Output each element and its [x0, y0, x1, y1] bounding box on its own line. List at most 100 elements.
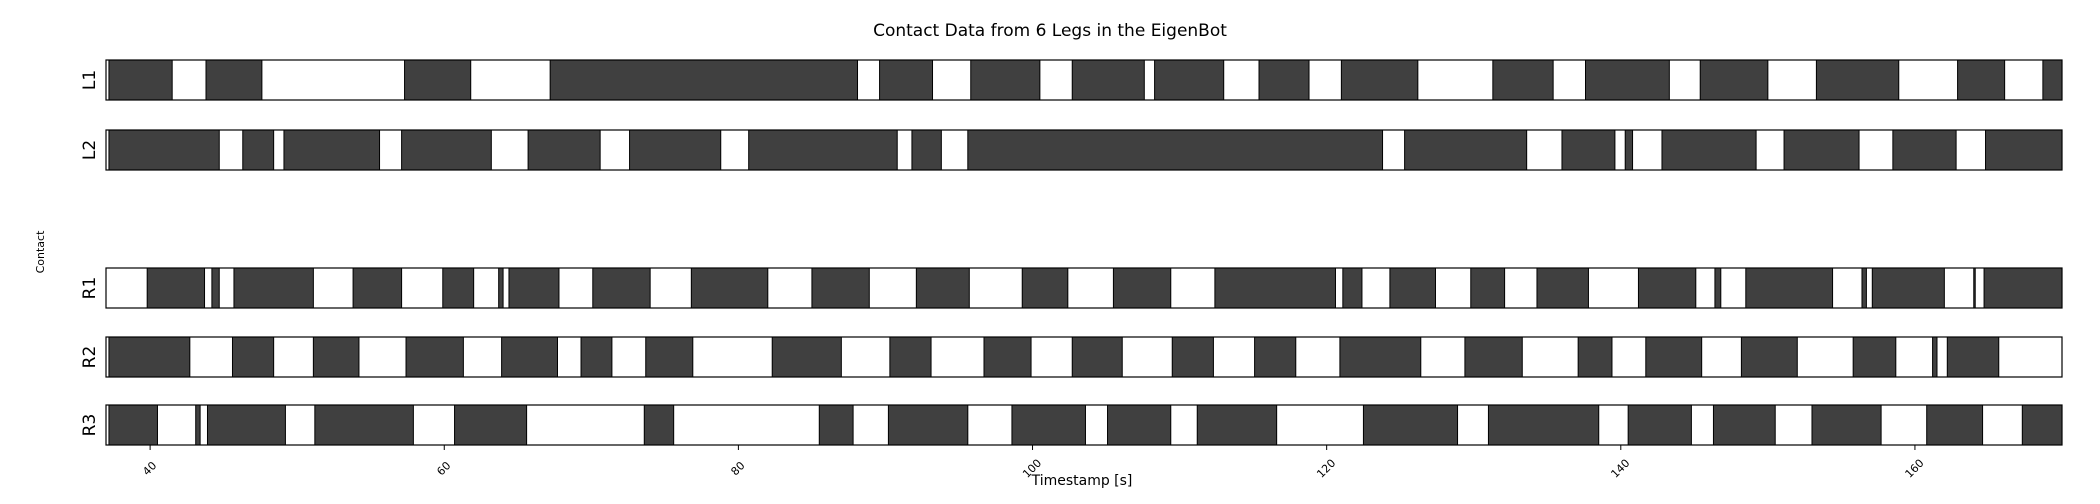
contact-bar: [1645, 336, 1703, 378]
leg-row-r3: R3: [80, 404, 2063, 446]
contact-bar: [1957, 59, 2006, 101]
contact-bar: [1627, 404, 1692, 446]
contact-bar: [887, 404, 969, 446]
contact-bar: [1815, 59, 1900, 101]
contact-bar: [1852, 336, 1897, 378]
contact-bar: [771, 336, 842, 378]
contact-bar: [508, 267, 560, 309]
contact-bar: [108, 404, 158, 446]
leg-row-background: [106, 268, 2062, 308]
contact-bar: [108, 59, 173, 101]
contact-bar: [879, 59, 934, 101]
contact-bar: [314, 404, 414, 446]
contact-bar: [1892, 129, 1957, 171]
contact-bar: [231, 336, 275, 378]
contact-bar: [1487, 404, 1600, 446]
leg-row-l1: L1: [80, 59, 2063, 101]
contact-bar: [818, 404, 854, 446]
x-tick-label: 120: [1314, 457, 1338, 481]
contact-bar: [1585, 59, 1670, 101]
contact-bar: [1811, 404, 1882, 446]
leg-row-frame: [105, 129, 2063, 171]
contact-bar: [205, 59, 263, 101]
y-axis-label: Contact: [34, 230, 47, 273]
contact-bar: [283, 129, 381, 171]
x-axis-label: Timestamp [s]: [1031, 473, 1133, 489]
contact-bar: [1071, 59, 1145, 101]
contact-bar: [1342, 267, 1363, 309]
contact-bar: [442, 267, 475, 309]
contact-bar: [1712, 404, 1776, 446]
contact-bar: [1577, 336, 1613, 378]
chart-title: Contact Data from 6 Legs in the EigenBot: [873, 21, 1227, 41]
contact-bar: [211, 267, 220, 309]
contact-bar: [2042, 59, 2063, 101]
contact-bar: [811, 267, 870, 309]
contact-bar: [1171, 336, 1214, 378]
contact-bar: [195, 404, 201, 446]
leg-row-r2: R2: [80, 336, 2063, 378]
leg-label-l2: L2: [80, 140, 100, 160]
leg-row-frame: [105, 404, 2063, 446]
contact-bar: [1932, 336, 1938, 378]
contact-bar: [1926, 404, 1984, 446]
contact-bar: [1464, 336, 1523, 378]
contact-bar: [983, 336, 1032, 378]
contact-bar: [206, 404, 286, 446]
contact-bar: [1071, 336, 1123, 378]
contact-bar: [454, 404, 528, 446]
contact-bar: [527, 129, 601, 171]
contact-bar: [108, 336, 191, 378]
leg-row-l2: L2: [80, 129, 2063, 171]
contact-bar: [1340, 59, 1419, 101]
contact-bar: [501, 336, 558, 378]
contact-bar: [1861, 267, 1867, 309]
contact-bar: [1714, 267, 1722, 309]
contact-bar: [1983, 267, 2063, 309]
contact-bar: [405, 336, 464, 378]
contact-bar: [1470, 267, 1506, 309]
contact-bar: [970, 59, 1041, 101]
leg-label-r1: R1: [80, 277, 100, 300]
contact-bar: [1011, 404, 1086, 446]
contact-bar: [1021, 267, 1069, 309]
contact-bar: [1740, 336, 1798, 378]
x-tick-label: 60: [434, 459, 453, 478]
contact-bar: [1624, 129, 1634, 171]
contact-bar: [1699, 59, 1769, 101]
contact-bar: [108, 129, 220, 171]
contact-bar: [1985, 129, 2063, 171]
contact-bar: [592, 267, 651, 309]
contact-bar: [1112, 267, 1172, 309]
contact-bar: [690, 267, 769, 309]
contact-bar: [915, 267, 970, 309]
leg-row-frame: [105, 267, 2063, 309]
contact-bar: [1946, 336, 2000, 378]
contact-bar: [748, 129, 898, 171]
leg-row-frame: [105, 59, 2063, 101]
leg-label-r3: R3: [80, 414, 100, 437]
contact-bar: [1871, 267, 1945, 309]
contact-bar: [1254, 336, 1297, 378]
contact-bar: [645, 336, 694, 378]
contact-bar: [352, 267, 403, 309]
contact-bar: [1196, 404, 1278, 446]
x-tick-label: 80: [728, 459, 747, 478]
contact-bar: [1783, 129, 1860, 171]
contact-bar: [1258, 59, 1310, 101]
contact-bar: [1107, 404, 1172, 446]
contact-bar: [404, 59, 472, 101]
contact-bar: [1561, 129, 1616, 171]
contact-bar: [1389, 267, 1436, 309]
contact-bar: [889, 336, 932, 378]
contact-bar: [1492, 59, 1554, 101]
leg-row-r1: R1: [80, 267, 2063, 309]
contact-bar: [629, 129, 722, 171]
contact-bar: [1745, 267, 1834, 309]
contact-bar: [1214, 267, 1336, 309]
contact-bar: [233, 267, 314, 309]
contact-bar: [146, 267, 206, 309]
contact-bar: [1362, 404, 1459, 446]
leg-label-r2: R2: [80, 346, 100, 369]
